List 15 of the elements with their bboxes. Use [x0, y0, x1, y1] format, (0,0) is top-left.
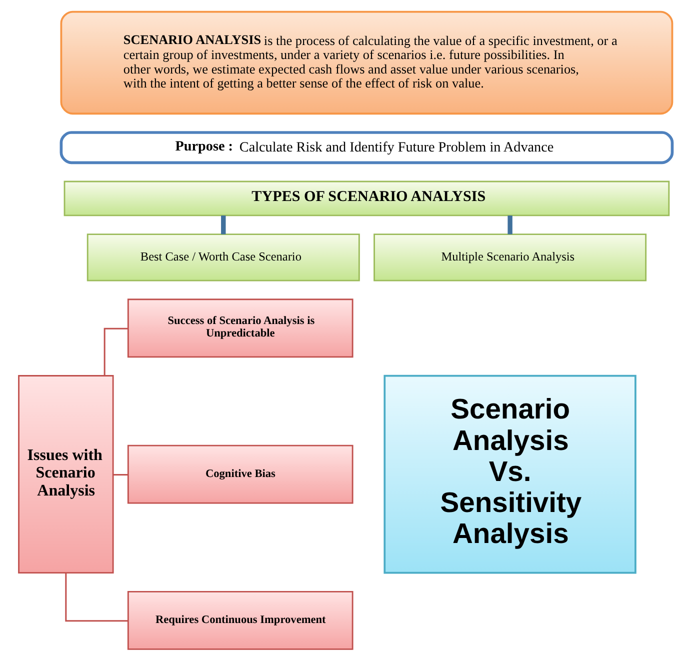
node-box: Scenario Analysis Vs. Sensitivity Analysis: [383, 374, 636, 574]
connector: [112, 474, 128, 476]
connector: [64, 572, 128, 622]
connector: [220, 216, 226, 234]
connector: [103, 328, 128, 376]
node-box: Purpose : Calculate Risk and Identify Future Problem in Advance: [59, 131, 674, 164]
node-box: Issues with Scenario Analysis: [18, 375, 114, 574]
node-box: Requires Continuous Improvement: [126, 590, 353, 650]
connector: [507, 216, 512, 234]
node-box: Multiple Scenario Analysis: [373, 234, 646, 282]
node-box: Cognitive Bias: [126, 444, 353, 504]
node-box: Best Case / Worth Case Scenario: [86, 234, 360, 282]
node-box: SCENARIO ANALYSIS is the process of calculating the value of a specific investment, or a certain group of investments, under a variety of scenarios i.e. future possibilities. In other words, we estimate expected cash flows and asset value under various scenarios, with the intent of getting a better sense of the effect of risk on value.: [60, 10, 673, 115]
node-box: Success of Scenario Analysis is Unpredictable: [126, 298, 353, 358]
node-box: TYPES OF SCENARIO ANALYSIS: [63, 180, 670, 216]
